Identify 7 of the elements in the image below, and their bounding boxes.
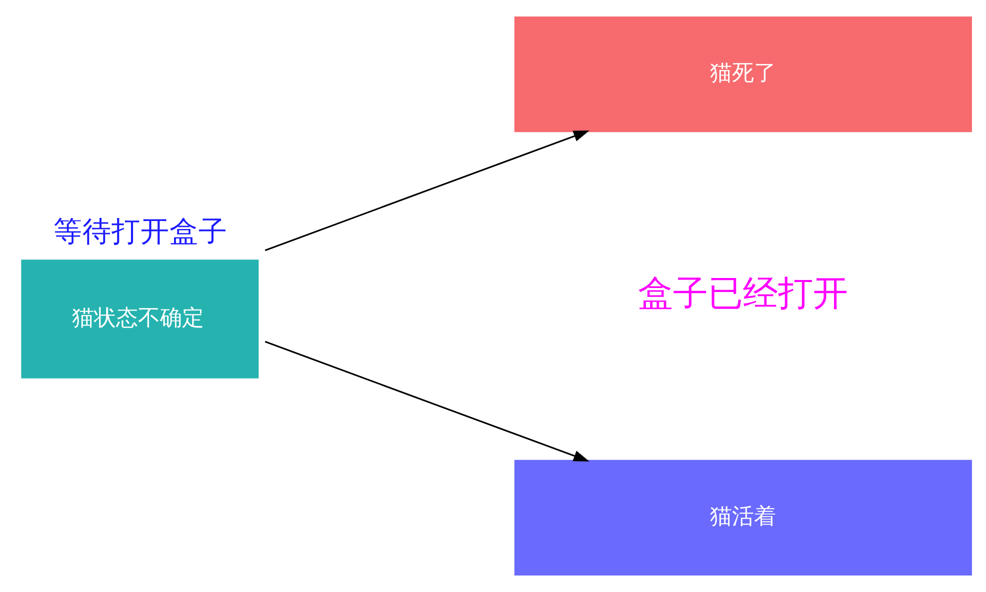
- label: 盒子已经打开: [638, 274, 848, 314]
- node-box: 猫死了: [514, 16, 972, 132]
- arrow: [264, 130, 590, 252]
- node-box: 猫状态不确定: [21, 260, 259, 378]
- node-label: 等待打开盒子: [54, 215, 228, 248]
- arrow: [264, 340, 590, 462]
- node-box: 猫活着: [514, 460, 972, 576]
